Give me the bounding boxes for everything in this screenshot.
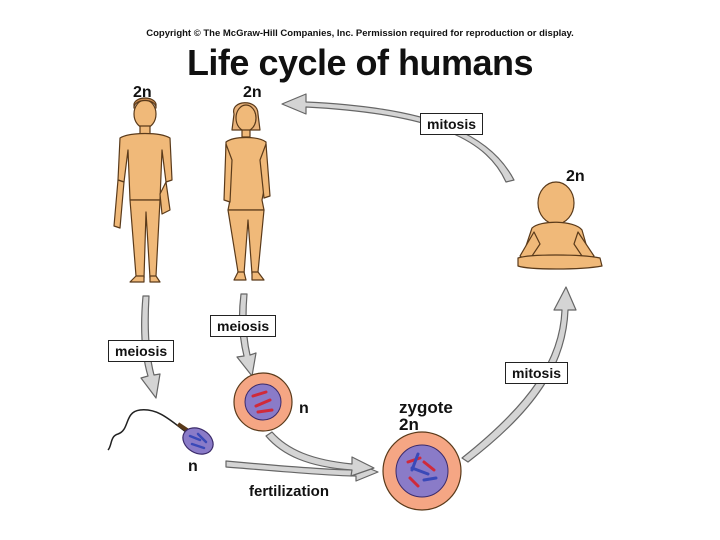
zygote-ploidy-label: 2n [399, 415, 419, 434]
fertilization-label: fertilization [249, 483, 330, 500]
zygote-label: zygote [399, 398, 453, 417]
mitosis-right-label: mitosis [505, 362, 569, 384]
mitosis-top-label: mitosis [420, 113, 484, 135]
arrow-fertilization-sperm [225, 460, 379, 482]
arrow-mitosis-top [281, 93, 515, 183]
arrow-meiosis-male [140, 295, 161, 399]
man-ploidy-label: 2n [133, 84, 152, 101]
sperm-ploidy-label: n [188, 458, 198, 475]
meiosis-female-label: meiosis [210, 315, 277, 337]
zygote-cell [382, 431, 462, 511]
woman-ploidy-label: 2n [243, 84, 262, 101]
egg-cell [233, 372, 293, 432]
sperm-cell [107, 409, 214, 455]
baby-ploidy-label: 2n [566, 168, 585, 185]
egg-ploidy-label: n [299, 400, 309, 417]
man-figure [113, 97, 173, 283]
woman-figure [223, 102, 271, 281]
copyright-notice: Copyright © The McGraw-Hill Companies, I… [146, 28, 574, 39]
meiosis-male-label: meiosis [108, 340, 175, 362]
page-title: Life cycle of humans [186, 42, 534, 83]
arrow-fertilization-egg [265, 431, 375, 477]
baby-figure [517, 181, 603, 270]
arrow-mitosis-right [461, 286, 577, 463]
